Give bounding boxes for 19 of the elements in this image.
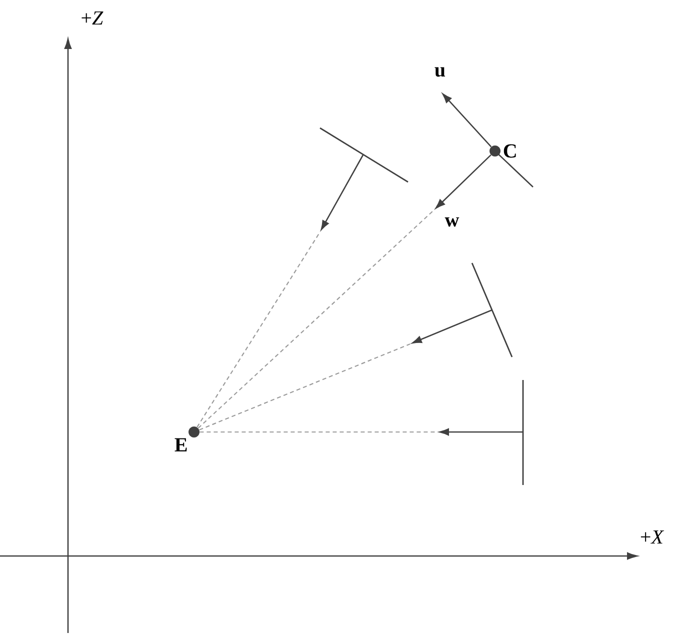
vector-arrow: [436, 154, 492, 209]
axis-label: +Z: [82, 11, 104, 25]
sight-line: [200, 431, 437, 433]
camera-point: E: [174, 426, 200, 452]
vector-arrow: [320, 154, 364, 230]
camera-point: C: [490, 144, 534, 188]
vector-label: u: [433, 66, 447, 78]
vector-label: w: [444, 216, 460, 228]
vector-arrow: [412, 309, 492, 344]
sight-line: [196, 232, 320, 428]
sight-line: [199, 344, 410, 430]
node-label: C: [504, 144, 516, 158]
axis-label: +X: [640, 530, 664, 544]
image-plane: [320, 127, 408, 183]
image-plane: [471, 262, 513, 358]
vector-arrow: [439, 428, 523, 436]
sight-line: [198, 210, 434, 429]
node-label: E: [174, 438, 187, 452]
vector-arrow: [442, 94, 492, 148]
